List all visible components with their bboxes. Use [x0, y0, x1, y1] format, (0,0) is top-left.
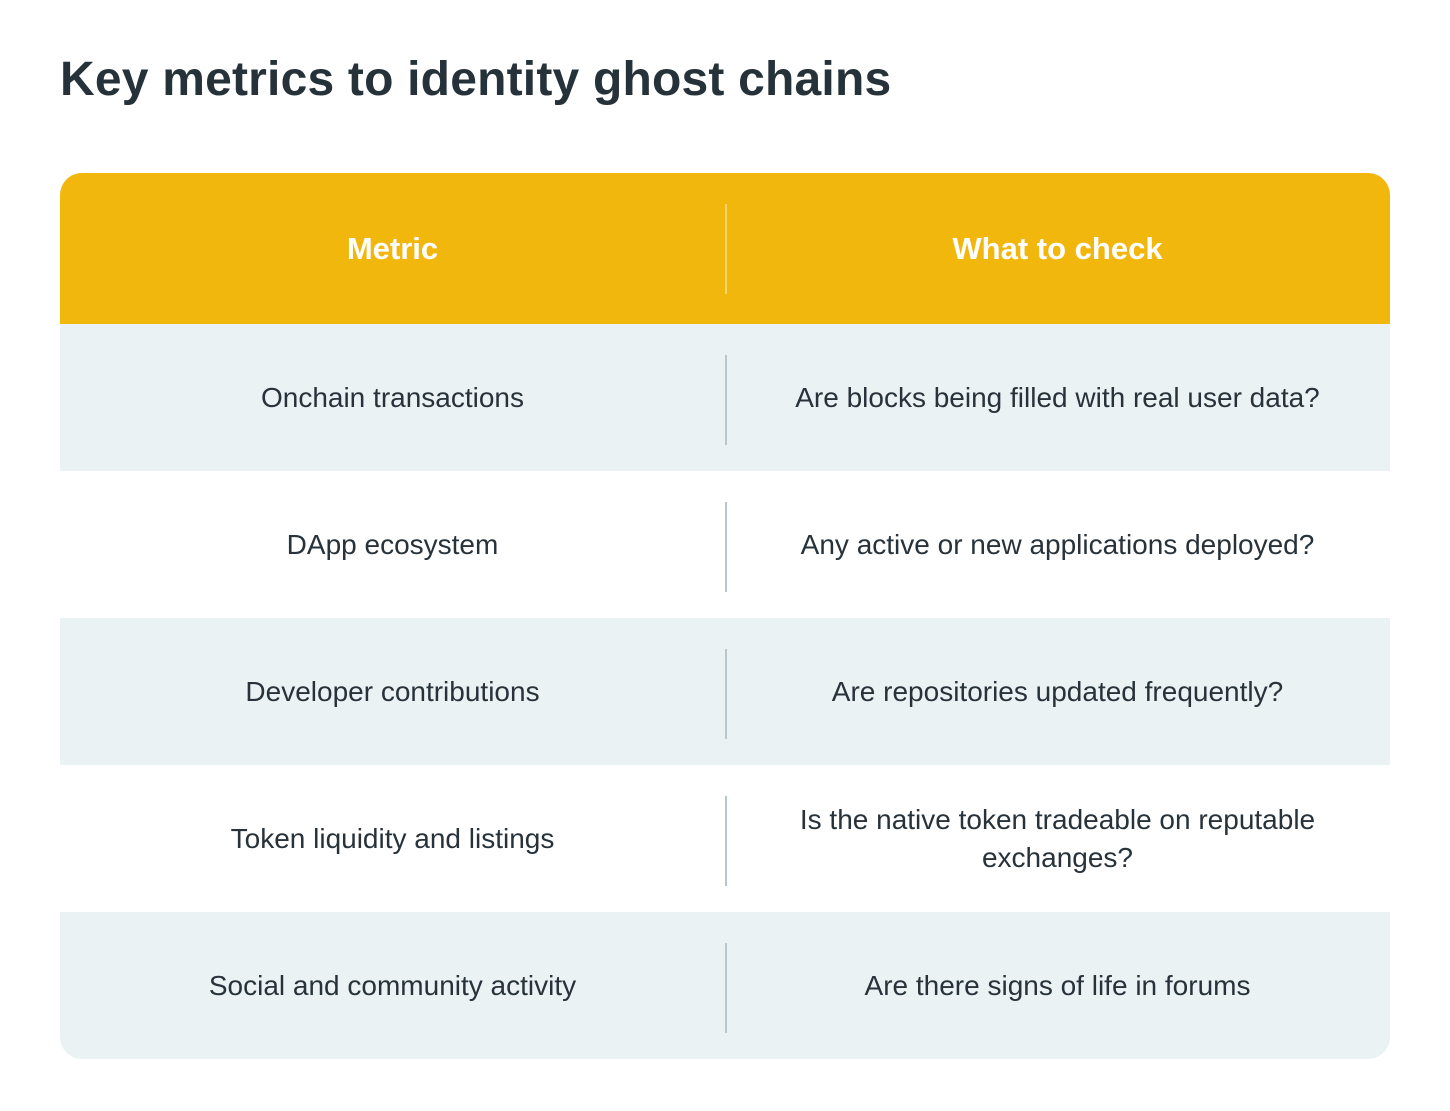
check-cell: Is the native token tradeable on reputab…	[799, 803, 1316, 873]
check-cell: Any active or new applications deployed?	[800, 528, 1315, 560]
metric-cell: Token liquidity and listings	[230, 822, 555, 854]
check-cell: Are there signs of life in forums	[864, 969, 1251, 1001]
metrics-table: Metric What to check Onchain transaction…	[60, 173, 1390, 1059]
metric-cell: Social and community activity	[208, 969, 577, 1001]
table-row: Social and community activity Are there …	[60, 912, 1390, 1059]
column-divider	[725, 204, 727, 294]
column-divider	[725, 502, 727, 592]
column-divider	[725, 355, 727, 445]
table-row: Developer contributions Are repositories…	[60, 618, 1390, 765]
header-what-to-check: What to check	[952, 230, 1163, 266]
metric-cell: Onchain transactions	[260, 381, 525, 413]
check-cell: Are blocks being filled with real user d…	[795, 381, 1320, 413]
table-row: DApp ecosystem Any active or new applica…	[60, 471, 1390, 618]
table-row: Token liquidity and listings Is the nati…	[60, 765, 1390, 912]
metric-cell: Developer contributions	[245, 675, 540, 707]
check-cell: Are repositories updated frequently?	[831, 675, 1284, 707]
table-row: Onchain transactions Are blocks being fi…	[60, 324, 1390, 471]
header-metric: Metric	[346, 230, 439, 266]
column-divider	[725, 796, 727, 886]
table-header: Metric What to check	[60, 173, 1390, 324]
page-title: Key metrics to identity ghost chains	[60, 53, 892, 106]
metric-cell: DApp ecosystem	[286, 528, 499, 560]
column-divider	[725, 943, 727, 1033]
column-divider	[725, 649, 727, 739]
